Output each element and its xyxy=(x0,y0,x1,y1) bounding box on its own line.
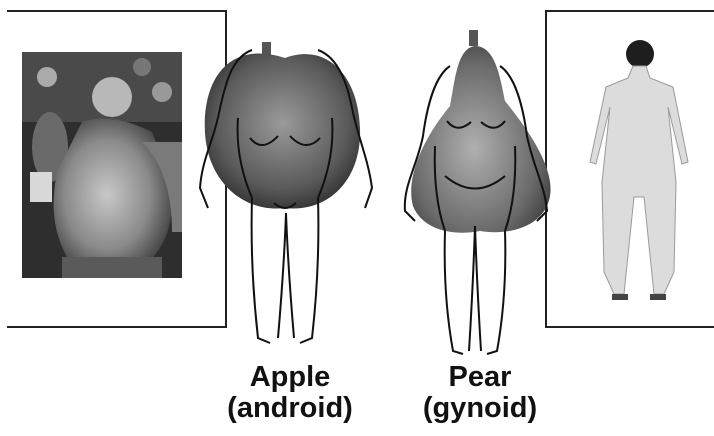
apple-body-figure xyxy=(190,38,380,356)
apple-title: Apple xyxy=(205,362,375,393)
apple-body-man-photo xyxy=(22,52,182,278)
pear-label: Pear (gynoid) xyxy=(405,362,555,424)
pear-title: Pear xyxy=(405,362,555,393)
pear-body-figure xyxy=(395,26,565,356)
apple-subtitle: (android) xyxy=(205,393,375,424)
pear-subtitle: (gynoid) xyxy=(405,393,555,424)
pear-body-woman-photo xyxy=(578,32,700,304)
apple-label: Apple (android) xyxy=(205,362,375,424)
